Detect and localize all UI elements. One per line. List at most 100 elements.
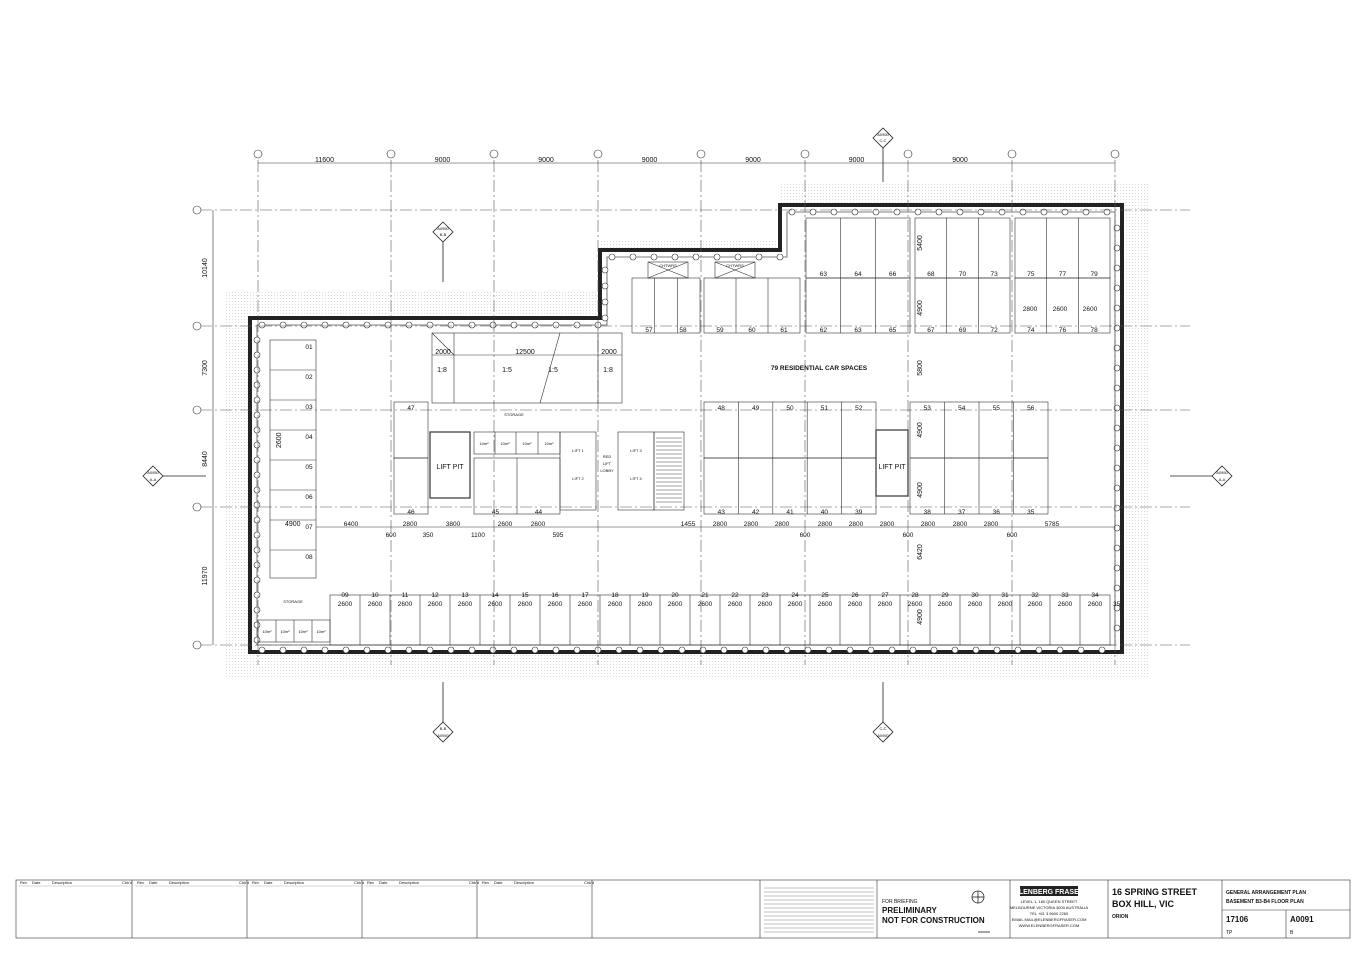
- storage-unit-06: 06: [305, 494, 313, 501]
- mid-dim: 5785: [1045, 521, 1060, 528]
- cage-b3: 10m²: [298, 629, 308, 634]
- top-lower-e-bay-78: 78: [1091, 327, 1099, 334]
- vdim-1: 5400: [917, 235, 924, 251]
- mid-lower-a-bay-40: 40: [821, 509, 829, 516]
- rev-col-checked: Chk'd: [469, 880, 479, 885]
- pile: [888, 646, 896, 654]
- mid-upper-b-bay-56: 56: [1027, 405, 1035, 412]
- pile: [825, 646, 833, 654]
- pile: [930, 646, 938, 654]
- bottom-dim: 2600: [578, 601, 593, 608]
- bottom-dim: 2600: [788, 601, 803, 608]
- mid-upper-a-bay-51: 51: [821, 405, 829, 412]
- bottom-dim: 2600: [848, 601, 863, 608]
- pile: [279, 646, 287, 654]
- vertical-dims: 5400 4900 5800 4900 4900 6420 4900: [917, 235, 924, 625]
- pile: [253, 456, 261, 464]
- top-lower-e-row: [1014, 277, 1111, 334]
- top-upper-a-bay-63: 63: [820, 271, 828, 278]
- mid-lower-b-bay-37: 37: [958, 509, 966, 516]
- top-lower-b-bay-59: 59: [716, 327, 724, 334]
- top-lower-d-bay-67: 67: [927, 327, 935, 334]
- bottom-dim: 2600: [368, 601, 383, 608]
- pile: [1056, 646, 1064, 654]
- top-lower-c-bay-62: 62: [820, 327, 828, 334]
- lift-1: LIFT 1: [572, 448, 584, 453]
- bottom-bay-15: 15: [521, 592, 529, 599]
- storage-unit-03: 03: [305, 404, 313, 411]
- pile: [253, 396, 261, 404]
- pile: [776, 253, 784, 261]
- bottom-bay-11: 11: [402, 592, 409, 599]
- grid-bubble-row: [192, 205, 202, 215]
- mid-lower-left-bay-46: 46: [407, 509, 415, 516]
- top-lower-d-bay-72: 72: [991, 327, 999, 334]
- pile: [468, 321, 476, 329]
- pile: [692, 253, 700, 261]
- pile: [1103, 208, 1111, 216]
- brand-logo: [1020, 886, 1078, 896]
- pile: [713, 253, 721, 261]
- top-upper-b-bay-73: 73: [991, 271, 999, 278]
- pile: [1113, 544, 1121, 552]
- rev-col-checked: Chk'd: [239, 880, 249, 885]
- top-lower-b-bay-60: 60: [748, 327, 756, 334]
- drawing-number: A0091: [1290, 915, 1314, 924]
- pile: [608, 253, 616, 261]
- pile: [253, 591, 261, 599]
- pile: [755, 253, 763, 261]
- pile: [1113, 524, 1121, 532]
- notes-block: [764, 887, 874, 933]
- pile: [253, 336, 261, 344]
- bottom-dim: 2600: [728, 601, 743, 608]
- vdim-7: 4900: [917, 609, 924, 625]
- pile: [253, 561, 261, 569]
- upper-dim-a: 2800: [1023, 306, 1038, 313]
- bb-bottom-sheet: A0950: [437, 733, 449, 738]
- top-lower-e-bay-76: 76: [1059, 327, 1067, 334]
- cc-bottom-label: C-C: [879, 726, 886, 731]
- top-upper-b-bay-68: 68: [927, 271, 935, 278]
- pile: [531, 646, 539, 654]
- mid-small-dim: 600: [386, 532, 397, 539]
- pile: [342, 321, 350, 329]
- brand-address-3: TEL +61 3 9600 2260: [1030, 911, 1069, 916]
- bottom-dim: 2600: [518, 601, 533, 608]
- rev-col-description: Description: [169, 880, 189, 885]
- bottom-bay-34: 34: [1091, 592, 1099, 599]
- pile: [851, 208, 859, 216]
- bottom-dim: 2600: [638, 601, 653, 608]
- rev-col-checked: Chk'd: [122, 880, 132, 885]
- pile: [426, 321, 434, 329]
- pile: [699, 646, 707, 654]
- cage-t1: 10m²: [479, 441, 489, 446]
- revision-code: B: [1290, 930, 1294, 936]
- top-dim: 11600: [315, 157, 334, 164]
- stamp-line-2: NOT FOR CONSTRUCTION: [882, 916, 985, 925]
- bottom-bay-25: 25: [821, 592, 829, 599]
- pile: [1113, 564, 1121, 572]
- pile: [489, 646, 497, 654]
- pile: [720, 646, 728, 654]
- rev-col-rev: Rev: [252, 880, 259, 885]
- bottom-dim: 2600: [1058, 601, 1073, 608]
- pile: [830, 208, 838, 216]
- pile: [601, 282, 609, 290]
- grid-bubble-col: [800, 149, 810, 159]
- bottom-dim: 2600: [818, 601, 833, 608]
- cage-b4: 10m²: [316, 629, 326, 634]
- vdim-5: 4900: [917, 482, 924, 498]
- row-dim-4: 11970: [202, 566, 209, 585]
- lift-4: LIFT 4: [630, 476, 642, 481]
- title-block: [15, 879, 1351, 939]
- pile: [253, 426, 261, 434]
- bottom-bay-17: 17: [581, 592, 589, 599]
- bb-bottom-label: B-B: [440, 726, 447, 731]
- bottom-dim: 2600: [608, 601, 623, 608]
- pile: [510, 321, 518, 329]
- pile: [846, 646, 854, 654]
- cage-t2: 10m²: [500, 441, 510, 446]
